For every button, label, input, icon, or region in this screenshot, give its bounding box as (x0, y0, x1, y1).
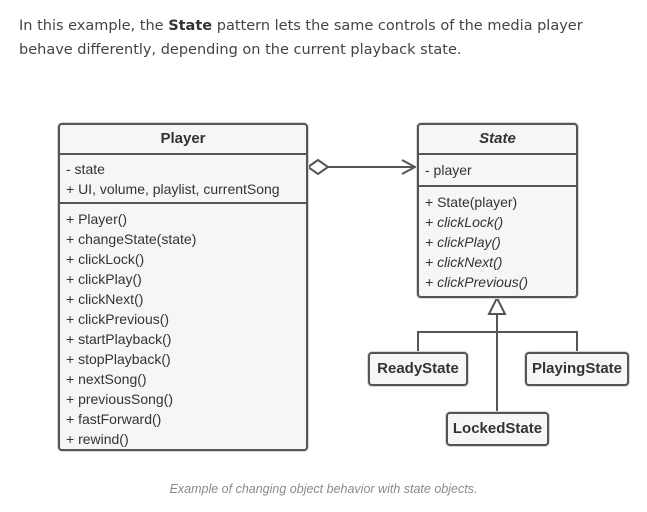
state-method: + clickLock() (425, 214, 504, 230)
player-method: + rewind() (66, 431, 129, 447)
player-field: - state (66, 161, 105, 177)
aggregation-diamond (306, 158, 330, 176)
intro-paragraph: In this example, the State pattern lets … (19, 14, 629, 62)
player-methods: + Player() + changeState(state) + clickLoc… (60, 204, 306, 452)
aggregation-arrowhead (401, 159, 418, 175)
state-method: + clickPrevious() (425, 274, 529, 290)
state-field: - player (425, 162, 472, 178)
player-field: + UI, volume, playlist, currentSong (66, 181, 280, 197)
state-methods: + State(player) + clickLock() + clickPlay(… (419, 187, 576, 295)
player-method: + clickPrevious() (66, 311, 170, 327)
playing-state-class: PlayingState (525, 352, 629, 386)
player-method: + nextSong() (66, 371, 147, 387)
player-method: + stopPlayback() (66, 351, 171, 367)
ready-state-class: ReadyState (368, 352, 468, 386)
player-class: Player - state + UI, volume, playlist, cu… (58, 123, 308, 451)
player-method: + startPlayback() (66, 331, 172, 347)
player-fields: - state + UI, volume, playlist, currentSo… (60, 155, 306, 204)
player-method: + clickPlay() (66, 271, 142, 287)
figure-caption: Example of changing object behavior with… (169, 482, 478, 496)
state-fields: - player (419, 155, 576, 187)
state-method: + clickNext() (425, 254, 503, 270)
locked-state-class: LockedState (446, 412, 549, 446)
inheritance-branch-ready (417, 331, 497, 352)
intro-text-before: In this example, the (19, 18, 169, 34)
player-class-name: Player (60, 125, 306, 155)
state-method: + clickPlay() (425, 234, 501, 250)
player-method: + changeState(state) (66, 231, 197, 247)
intro-text-after: pattern lets the same controls of the me… (19, 18, 583, 58)
state-method: + State(player) (425, 194, 518, 210)
inheritance-triangle (487, 295, 507, 315)
state-interface: State - player + State(player) + clickLoc… (417, 123, 578, 298)
player-method: + Player() (66, 211, 128, 227)
player-method: + clickLock() (66, 251, 145, 267)
player-method: + previousSong() (66, 391, 174, 407)
intro-pattern-name: State (168, 18, 213, 34)
player-method: + clickNext() (66, 291, 144, 307)
inheritance-branch-playing (497, 331, 578, 352)
state-class-name: State (419, 125, 576, 155)
player-method: + fastForward() (66, 411, 162, 427)
